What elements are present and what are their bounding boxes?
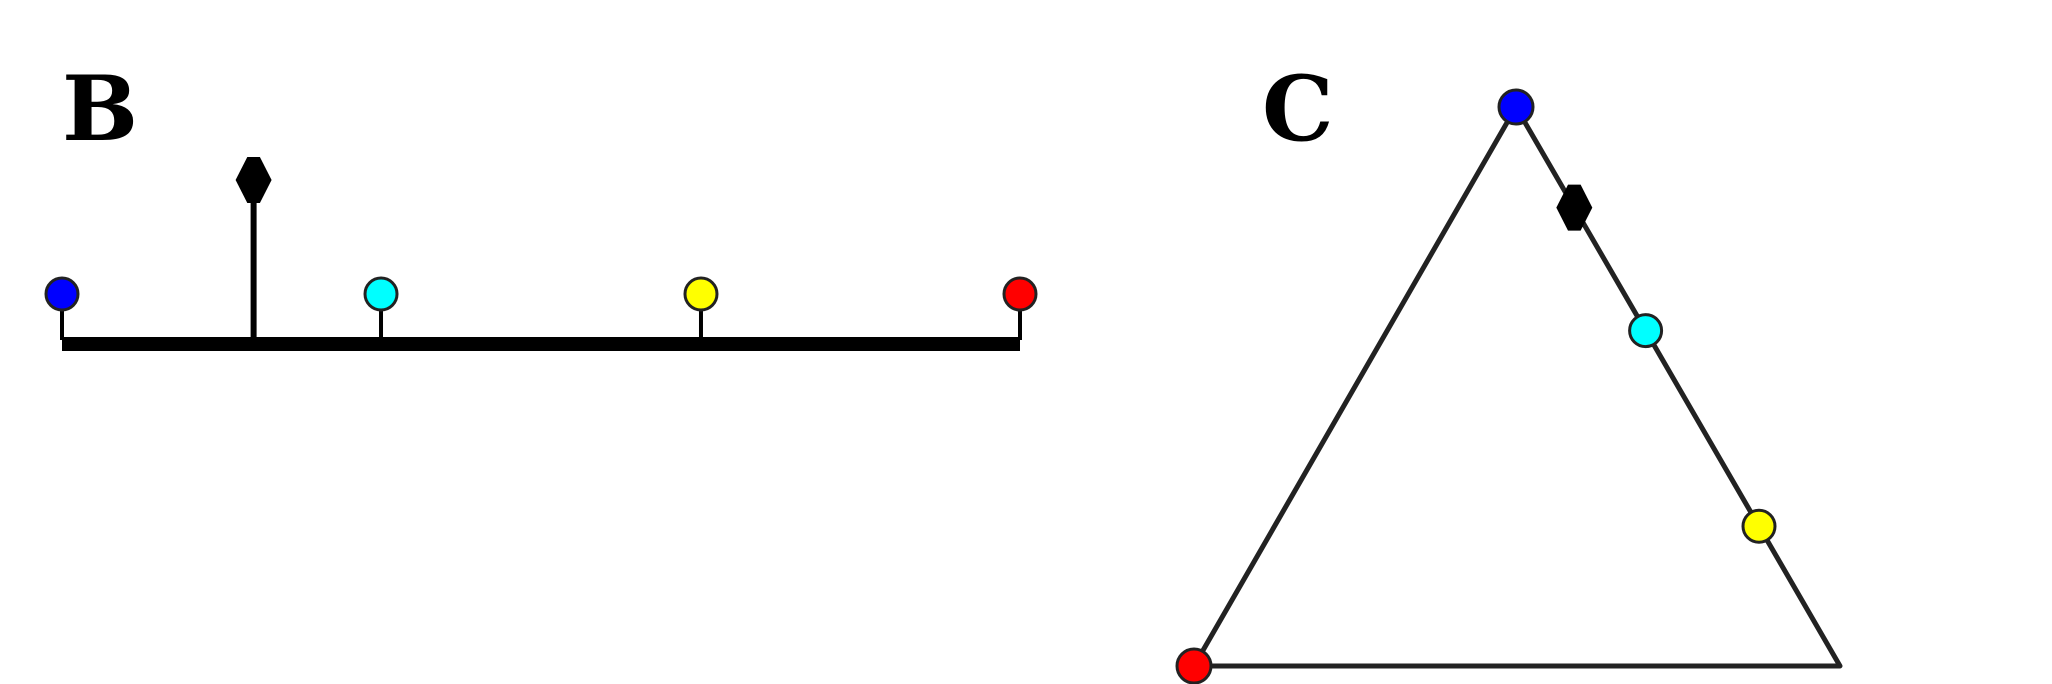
- panel-c-points: [1628, 313, 1777, 544]
- panel-b: B: [44, 56, 1038, 351]
- panel-b-points: [44, 276, 1038, 340]
- panel-b-point-cyan: [363, 276, 399, 312]
- panel-b-point-red: [1002, 276, 1038, 312]
- panel-b-point-blue: [44, 276, 80, 312]
- panel-b-diamond-marker: [235, 157, 272, 203]
- panel-b-point-yellow: [683, 276, 719, 312]
- panel-c-vertex-red: [1175, 647, 1213, 684]
- panel-c-diamond-marker: [1556, 184, 1593, 231]
- panel-c-vertices: [1175, 88, 1535, 684]
- panel-c-vertex-blue: [1497, 88, 1535, 126]
- panel-c-label: C: [1262, 56, 1334, 162]
- panel-b-label: B: [62, 56, 138, 162]
- panel-c: C: [1175, 56, 1843, 684]
- panel-c-point-cyan: [1628, 313, 1664, 349]
- panel-b-marker: [235, 157, 272, 340]
- panel-c-marker: [1556, 184, 1593, 231]
- panel-c-point-yellow: [1741, 508, 1777, 544]
- panel-c-triangle: [1191, 104, 1843, 669]
